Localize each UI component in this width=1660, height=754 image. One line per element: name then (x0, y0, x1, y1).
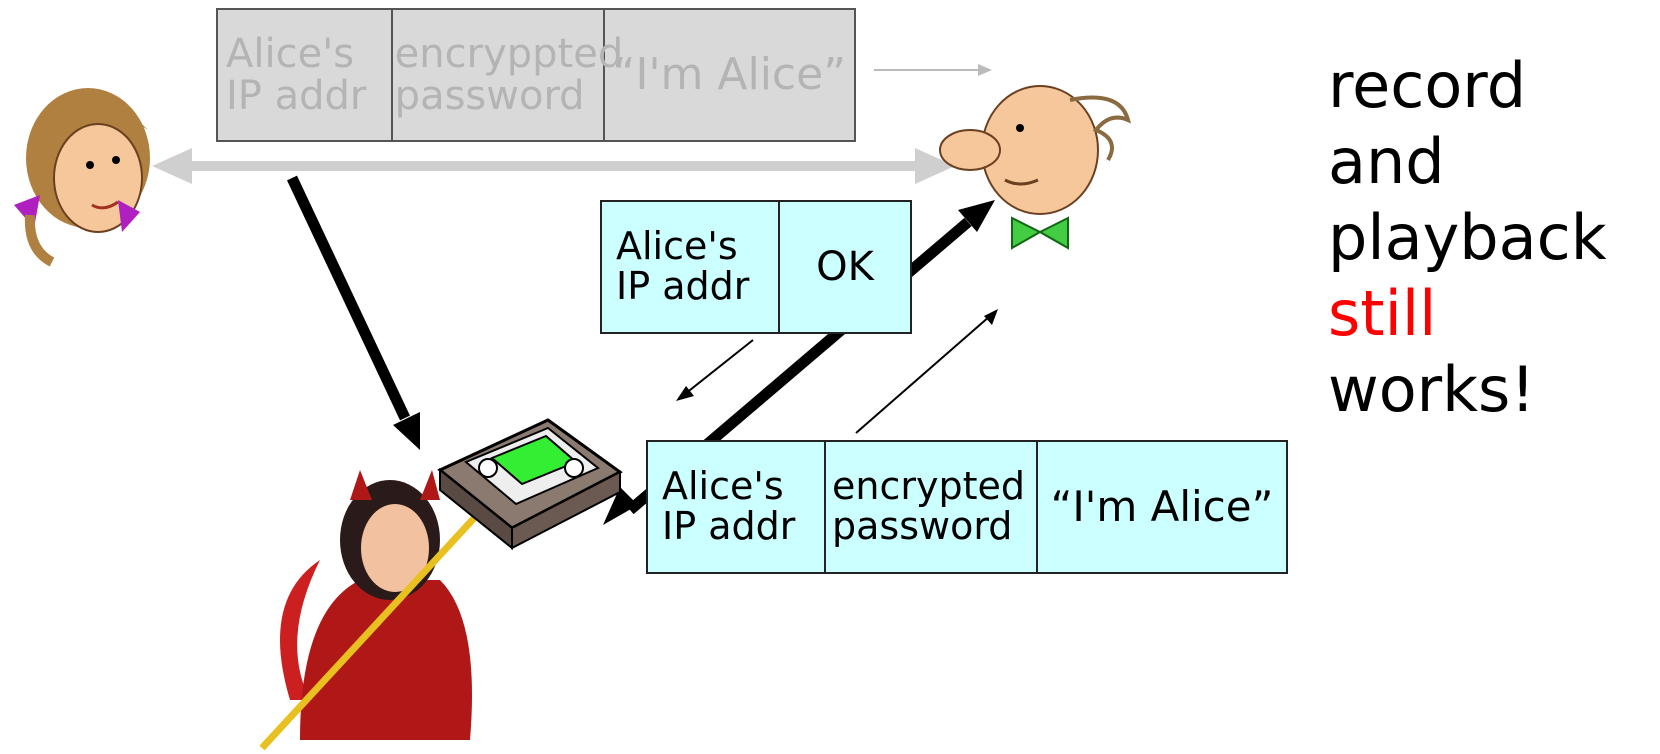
bob-figure (939, 85, 1132, 250)
alice-figure (14, 88, 150, 267)
caption-text: record and playback still works! (1328, 48, 1660, 428)
replay-ip-field: Alice's IP addr (648, 442, 826, 572)
replay-ip-line1: Alice's (662, 464, 784, 509)
caption-line-and: and (1328, 125, 1445, 198)
reply-ip-field: Alice's IP addr (602, 202, 780, 332)
replay-password-line1: encrypted (832, 464, 1025, 509)
original-password-line2: password (394, 73, 585, 119)
caption-works: works! (1328, 353, 1536, 426)
original-password-field: encryppted password (393, 10, 623, 140)
replay-password-field: encrypted password (826, 442, 1038, 572)
reply-ok-field: OK (816, 244, 874, 290)
replay-ip-line2: IP addr (662, 504, 796, 548)
caption-highlight-still: still (1328, 277, 1437, 350)
ok-reply-arrow (676, 339, 754, 401)
tape-recorder (437, 418, 623, 551)
original-message-faded: Alice's IP addr encryppted password “I'm… (216, 8, 856, 142)
faded-send-arrow (874, 64, 992, 76)
replayed-message: Alice's IP addr encrypted password “I'm … (646, 440, 1288, 574)
original-password-line1: encryppted (394, 31, 624, 77)
original-claim-field: “I'm Alice” (612, 48, 846, 100)
original-ip-field: Alice's IP addr (218, 10, 393, 140)
faded-exchange-arrow (152, 148, 955, 184)
replay-password-line2: password (832, 504, 1013, 548)
caption-line-playback: playback (1328, 201, 1607, 274)
caption-line-record: record (1328, 49, 1527, 122)
original-ip-line2: IP addr (226, 73, 367, 119)
record-arrow (287, 175, 420, 450)
caption-line-works: still works! (1328, 276, 1660, 428)
replay-send-arrow (855, 309, 998, 434)
reply-ip-line1: Alice's (616, 224, 738, 269)
original-ip-line1: Alice's (226, 31, 355, 77)
ok-reply-message: Alice's IP addr OK (600, 200, 912, 334)
reply-ip-line2: IP addr (616, 264, 750, 308)
replay-claim-field: “I'm Alice” (1050, 481, 1274, 531)
trudy-figure (259, 467, 523, 751)
